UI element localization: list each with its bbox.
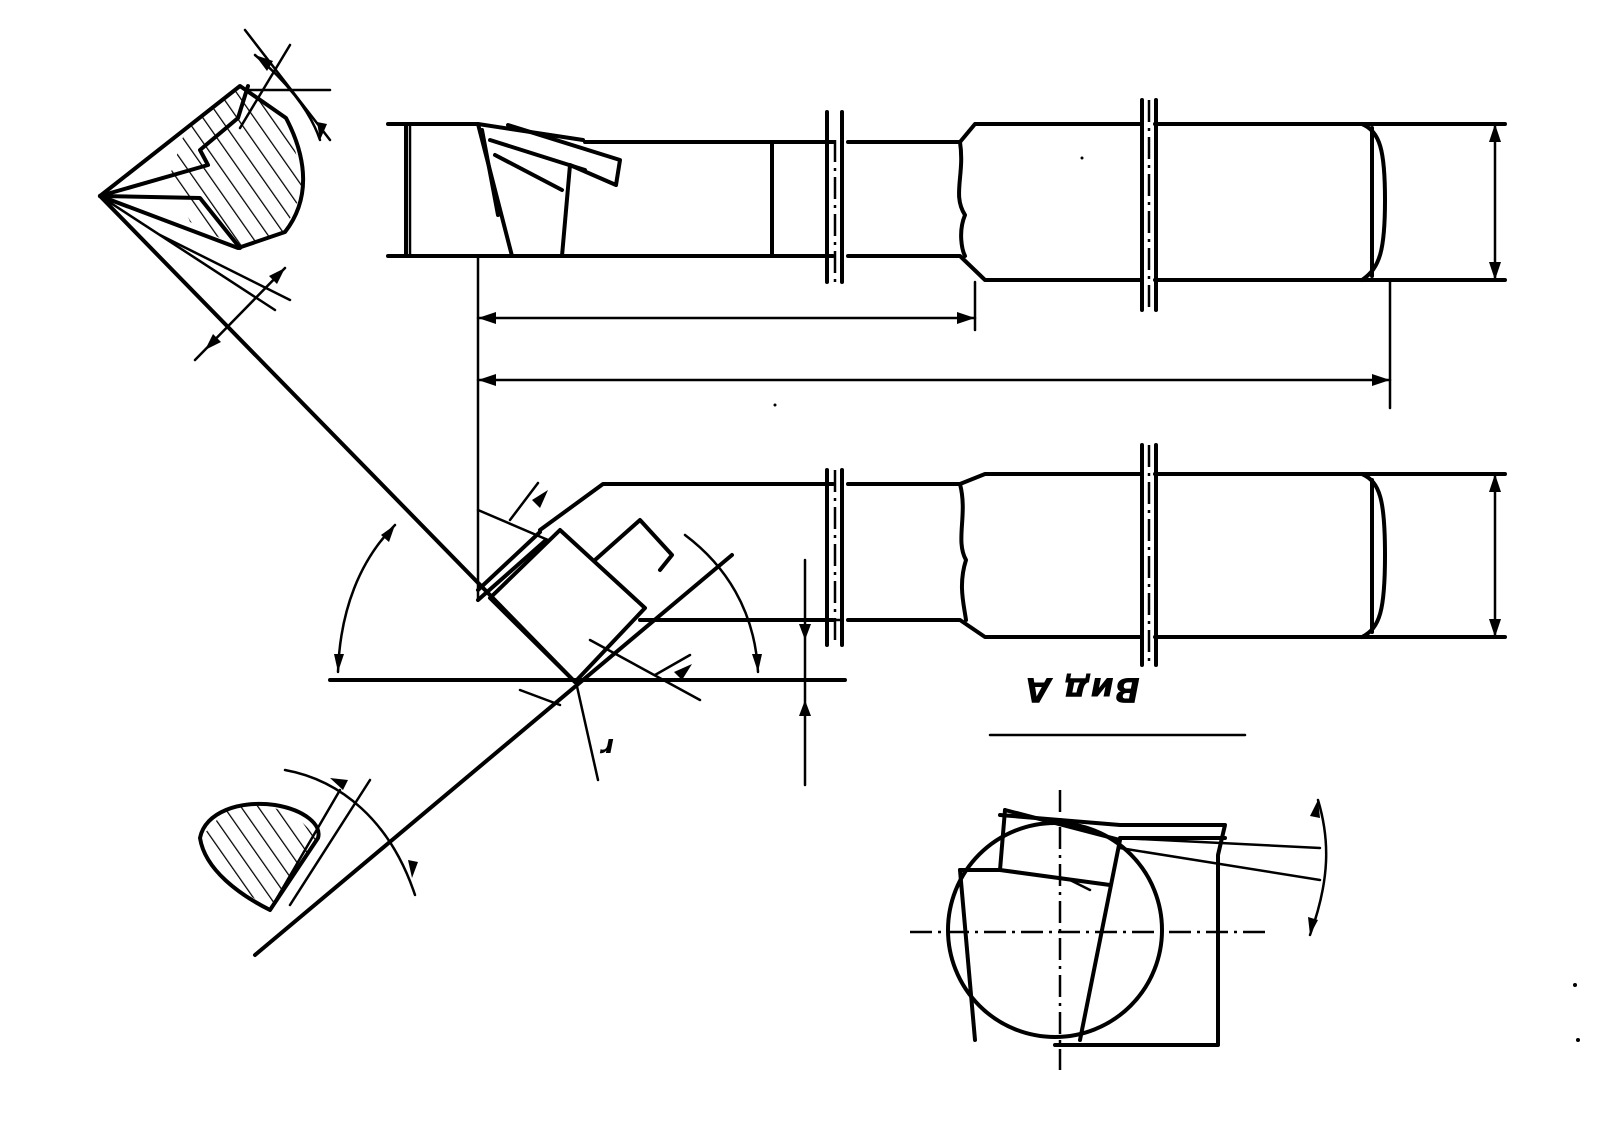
upper-tool-view	[386, 98, 1507, 312]
corner-radius-mark: r	[599, 732, 614, 762]
top-left-section	[98, 28, 332, 362]
lower-tool-view: r	[98, 194, 1507, 957]
scan-specks	[773, 156, 1580, 1042]
bottom-left-section	[198, 768, 418, 912]
view-a: Вид А	[910, 669, 1328, 1070]
length-dimensions	[476, 254, 1392, 602]
view-a-label: Вид А	[1025, 669, 1140, 709]
